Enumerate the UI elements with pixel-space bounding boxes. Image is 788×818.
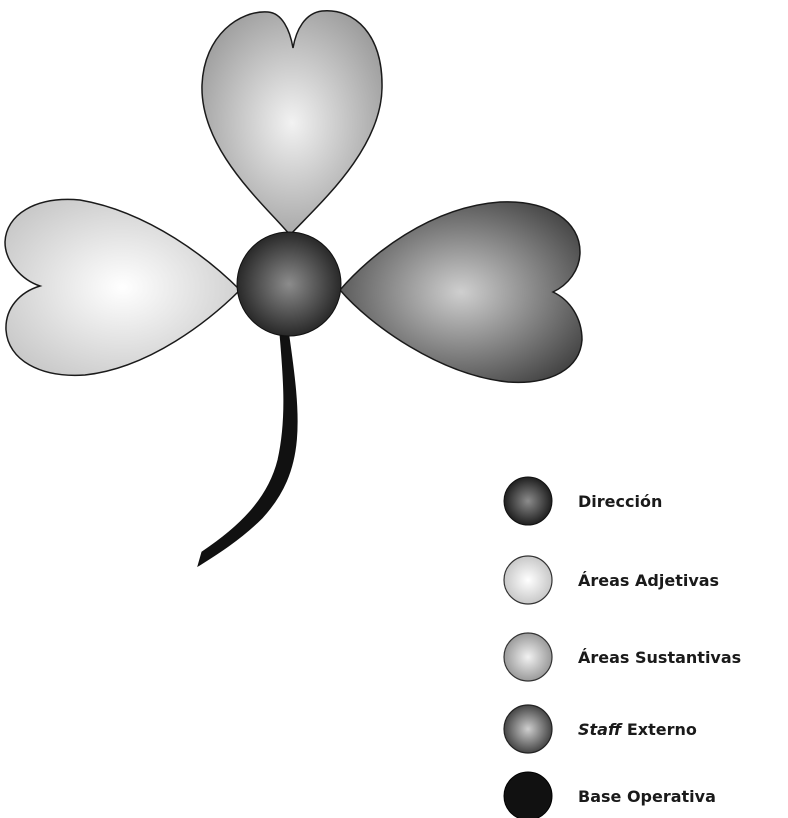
legend-item-areas-adjetivas: Áreas Adjetivas	[504, 556, 719, 604]
stem-base-operativa	[198, 330, 297, 566]
legend-label-areas-adjetivas: Áreas Adjetivas	[578, 571, 719, 590]
legend-item-base-operativa: Base Operativa	[504, 772, 716, 818]
black-circle-icon	[504, 772, 552, 818]
legend-label-staff-rest: Externo	[621, 720, 697, 739]
mid-sphere-icon	[504, 633, 552, 681]
legend-label-staff-em: Staff	[578, 720, 623, 739]
center-sphere-direccion	[237, 232, 341, 336]
right-leaf-staff-externo	[340, 202, 582, 382]
legend-label-staff-externo: Staff Externo	[578, 720, 697, 739]
dark-sphere-icon	[504, 477, 552, 525]
legend-item-direccion: Dirección	[504, 477, 662, 525]
legend-item-areas-sustantivas: Áreas Sustantivas	[504, 633, 741, 681]
legend: Dirección Áreas Adjetivas Áreas Sustanti…	[504, 477, 741, 818]
legend-item-staff-externo: Staff Externo	[504, 705, 697, 753]
left-leaf-areas-adjetivas	[5, 199, 240, 375]
legend-label-areas-sustantivas: Áreas Sustantivas	[578, 648, 741, 667]
legend-label-direccion: Dirección	[578, 492, 662, 511]
light-sphere-icon	[504, 556, 552, 604]
darkmid-sphere-icon	[504, 705, 552, 753]
top-leaf-areas-sustantivas	[202, 11, 382, 235]
legend-label-base-operativa: Base Operativa	[578, 787, 716, 806]
